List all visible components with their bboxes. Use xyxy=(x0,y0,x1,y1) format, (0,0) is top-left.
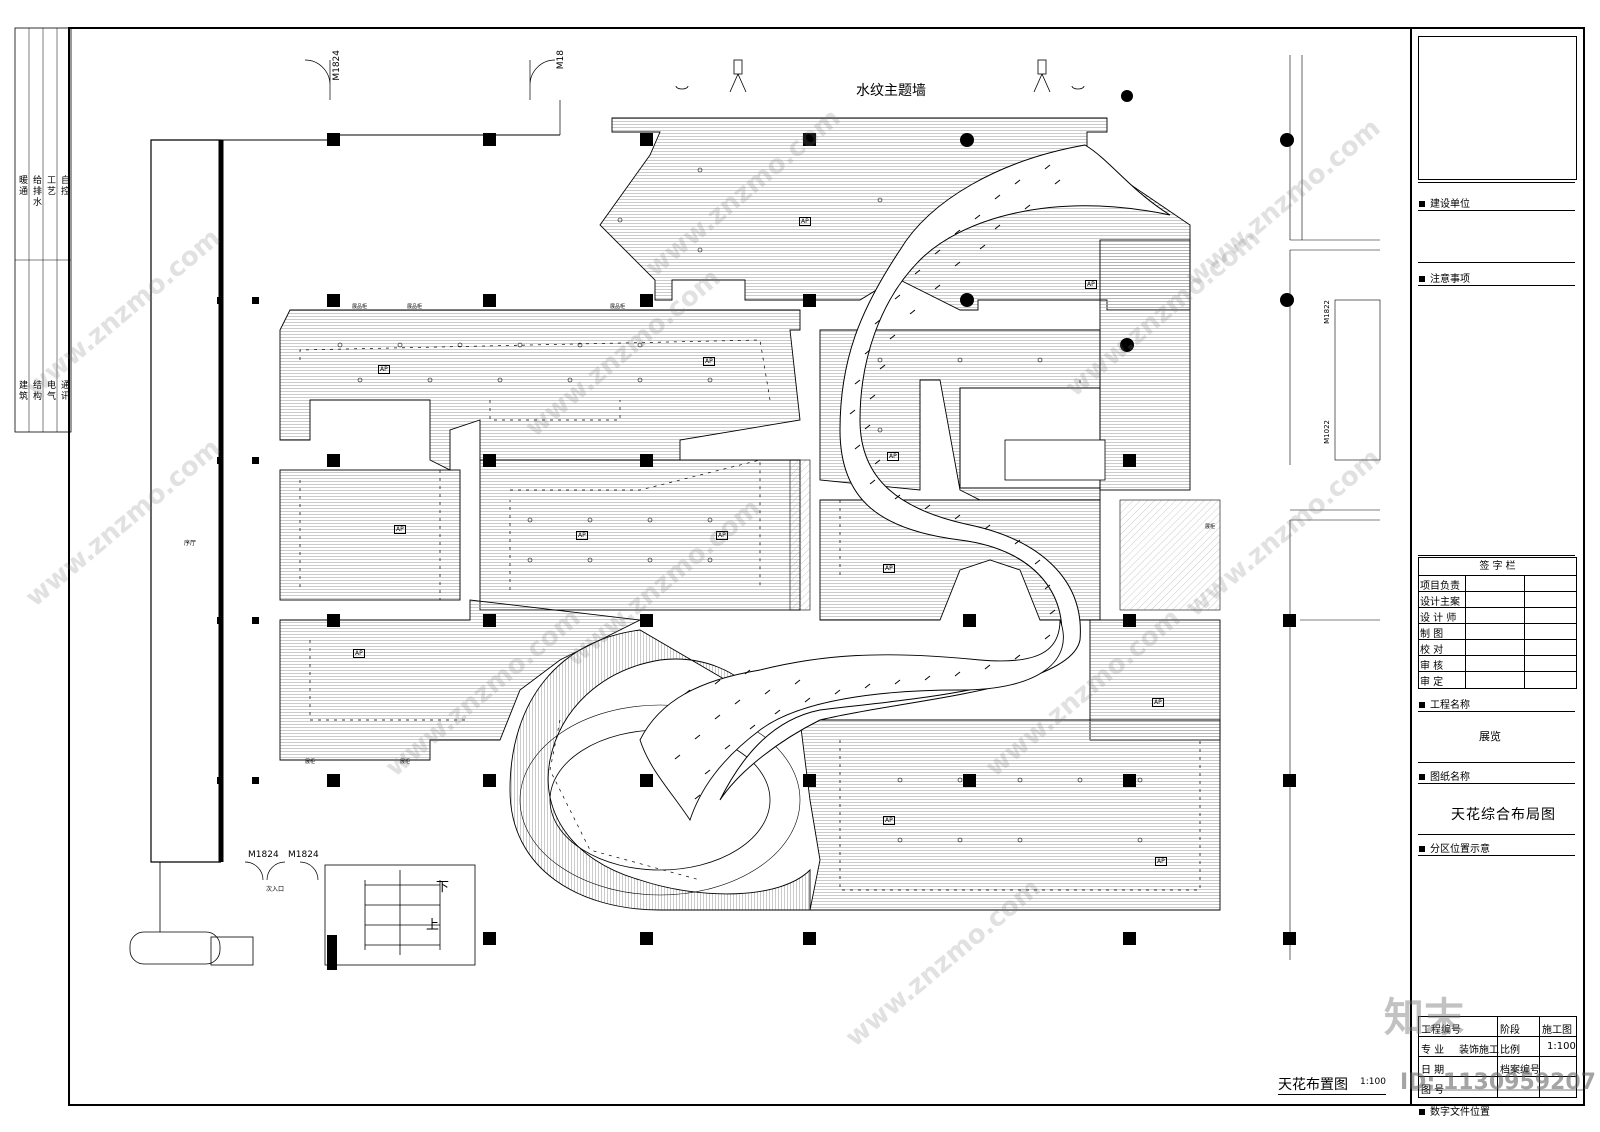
drawing-frame xyxy=(68,27,1585,1106)
drawing-name: 天花综合布局图 xyxy=(1451,807,1556,823)
strip-top-col: 自控 xyxy=(59,175,69,197)
ap-marker: AP xyxy=(703,357,715,366)
strip-top-col: 工艺 xyxy=(45,175,55,197)
strip-bottom-col: 建筑 xyxy=(17,380,27,402)
sign-header: 签 字 栏 xyxy=(1419,558,1576,576)
sign-row: 校 对 xyxy=(1420,645,1444,656)
structural-columns xyxy=(217,133,1296,970)
strip-bottom-col: 电气 xyxy=(45,380,55,402)
ap-marker: AP xyxy=(394,525,406,534)
strip-bottom-col: 结构 xyxy=(31,380,41,402)
room-label: 展柜 xyxy=(1205,524,1216,530)
room-label: 展品柜 xyxy=(407,304,423,310)
room-label: 展柜 xyxy=(305,759,316,765)
strip-top-col: 给排水 xyxy=(31,175,41,208)
build-unit-label: 建设单位 xyxy=(1419,195,1470,210)
plan-title-underline xyxy=(1278,1094,1386,1095)
sign-row: 设 计 师 xyxy=(1420,613,1457,624)
sign-row: 设计主案 xyxy=(1420,597,1460,608)
door-label: M1824 xyxy=(248,850,279,860)
project-name: 展览 xyxy=(1479,730,1501,743)
door-label: M1824 xyxy=(288,850,319,860)
info-table: 工程编号 阶段 施工图 专 业 装饰施工 比例 1:100 日 期 档案编号 图… xyxy=(1418,1016,1577,1098)
id-watermark: ID: 1130959207 xyxy=(1400,1070,1596,1095)
info-key: 档案编号 xyxy=(1500,1065,1540,1076)
zone-label: 分区位置示意 xyxy=(1419,840,1490,855)
pendant-lights xyxy=(960,90,1294,352)
doors xyxy=(244,59,561,881)
drawing-name-label: 图纸名称 xyxy=(1419,768,1470,783)
room-label: 展品柜 xyxy=(610,304,626,310)
sign-row: 项目负责 xyxy=(1420,581,1460,592)
door-label: M1822 xyxy=(1323,300,1331,324)
info-key: 日 期 xyxy=(1421,1065,1445,1076)
ap-marker: AP xyxy=(1152,698,1164,707)
info-key: 阶段 xyxy=(1500,1025,1520,1036)
ap-marker: AP xyxy=(1085,280,1097,289)
stairs xyxy=(129,862,476,966)
info-value: 装饰施工 xyxy=(1459,1045,1499,1056)
info-key: 比例 xyxy=(1500,1045,1520,1056)
door-label: M1824 xyxy=(332,50,342,81)
ap-marker: AP xyxy=(1155,857,1167,866)
title-block xyxy=(1411,28,1584,1105)
ap-marker: AP xyxy=(716,531,728,540)
room-label: 展柜 xyxy=(400,759,411,765)
door-label: M1022 xyxy=(1323,420,1331,444)
river-fish-lights xyxy=(674,164,1061,800)
spiral-ceiling xyxy=(509,629,811,911)
ap-marker: AP xyxy=(378,365,390,374)
ap-marker: AP xyxy=(353,649,365,658)
logo-box xyxy=(1418,36,1577,180)
lower-left-ceiling-zone xyxy=(279,599,642,761)
room-label: 展品柜 xyxy=(352,304,368,310)
ceiling-downlights xyxy=(337,167,1143,843)
ap-marker: AP xyxy=(883,564,895,573)
sign-row: 审 核 xyxy=(1420,661,1444,672)
info-key: 专 业 xyxy=(1421,1045,1445,1056)
ap-marker: AP xyxy=(576,531,588,540)
plan-scale: 1:100 xyxy=(1360,1077,1386,1087)
brand-watermark: 知末 xyxy=(1384,995,1464,1041)
stair-up: 上 xyxy=(426,918,440,933)
signature-table: 签 字 栏 项目负责 设计主案 设 计 师 制 图 校 对 审 核 审 定 xyxy=(1418,557,1577,689)
hall-label: 序厅 xyxy=(184,540,197,547)
ap-marker: AP xyxy=(883,816,895,825)
info-value: 施工图 xyxy=(1542,1025,1572,1036)
wall-title: 水纹主题墙 xyxy=(856,83,926,99)
info-key: 工程编号 xyxy=(1421,1025,1461,1036)
ap-marker: AP xyxy=(799,217,811,226)
sign-row: 制 图 xyxy=(1420,629,1444,640)
info-value: 1:100 xyxy=(1547,1041,1576,1052)
door-label: M18 xyxy=(556,50,566,70)
strip-bottom-col: 通讯 xyxy=(59,380,69,402)
sign-row: 审 定 xyxy=(1420,677,1444,688)
river-lightband xyxy=(719,144,1171,801)
digital-file-label: 数字文件位置 xyxy=(1419,1103,1490,1118)
notes-label: 注意事项 xyxy=(1419,270,1470,285)
strip-top-col: 暖通 xyxy=(17,175,27,197)
info-key: 图 号 xyxy=(1421,1085,1445,1096)
plan-title: 天花布置图 xyxy=(1278,1077,1348,1093)
entrance-label: 次入口 xyxy=(266,886,285,893)
ap-marker: AP xyxy=(887,452,899,461)
upper-left-ceiling-zone xyxy=(279,309,801,471)
lower-right-ceiling-zone xyxy=(799,719,1221,911)
stair-down: 下 xyxy=(436,880,450,895)
project-name-label: 工程名称 xyxy=(1419,696,1470,711)
